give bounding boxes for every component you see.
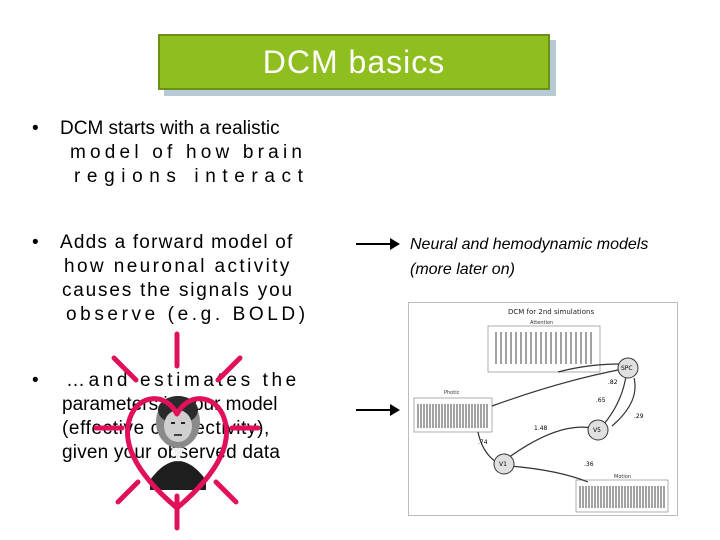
edge-attention-spc — [557, 363, 621, 373]
node-v1: V1 — [493, 453, 515, 475]
bullet-1-line-2: model of how brain — [70, 142, 307, 163]
edge-v1-motion — [509, 465, 589, 483]
side-note: Neural and hemodynamic models (more late… — [410, 232, 648, 282]
bullet-2-line-3: causes the signals you — [62, 280, 294, 301]
motion-panel — [575, 479, 669, 513]
bullet-dot: • — [32, 370, 39, 391]
bullet-2-line-2: how neuronal activity — [64, 256, 292, 277]
edge-value: .82 — [608, 379, 618, 386]
photic-panel — [413, 397, 493, 433]
edge-spc-v5 — [611, 377, 636, 427]
node-v5: V5 — [587, 419, 609, 441]
svg-text:SPC: SPC — [621, 365, 633, 372]
bullet-2-line-1: Adds a forward model of — [60, 232, 294, 253]
photic-bars — [417, 404, 488, 428]
svg-text:V5: V5 — [593, 427, 601, 434]
node-spc: SPC — [617, 357, 639, 379]
arrow-to-figure — [356, 404, 400, 416]
edge-value: .29 — [634, 413, 644, 420]
bullet-1: • DCM starts with a realistic model of h… — [32, 118, 340, 190]
heart-outline — [125, 396, 229, 511]
figure-frame — [408, 302, 678, 516]
heart-rays — [93, 331, 261, 531]
dcm-figure: DCM for 2nd simulations Attention Photic… — [408, 302, 678, 516]
side-note-line-1: Neural and hemodynamic models — [410, 236, 649, 253]
bullet-dot: • — [32, 232, 39, 253]
edge-spc-photic — [491, 369, 619, 407]
attention-bars — [495, 332, 592, 364]
motion-bars — [579, 486, 665, 508]
bullet-3-line-1: …and estimates the — [66, 370, 300, 391]
bullet-dot: • — [32, 118, 39, 139]
edge-value: .74 — [478, 439, 488, 446]
svg-text:V1: V1 — [499, 461, 507, 468]
arrow-to-side-note — [356, 238, 400, 250]
slide-title: DCM basics — [262, 43, 446, 80]
edge-v1-v5 — [507, 426, 593, 459]
motion-label: Motion — [614, 474, 631, 480]
bullet-2: • Adds a forward model of how neuronal a… — [32, 232, 340, 328]
edge-value: .65 — [596, 397, 606, 404]
bullet-1-line-1: DCM starts with a realistic — [60, 118, 280, 139]
attention-panel — [487, 325, 601, 373]
slide-title-box: DCM basics — [158, 34, 550, 90]
bullet-1-line-3: regions interact — [74, 166, 310, 187]
bullet-2-line-4: observe (e.g. BOLD) — [66, 304, 309, 325]
edge-v5-spc — [603, 375, 627, 425]
portrait-heart-graphic — [93, 331, 261, 531]
edge-value: 1.48 — [534, 425, 548, 432]
side-note-line-2: (more later on) — [410, 261, 515, 278]
figure-title: DCM for 2nd simulations — [508, 308, 594, 316]
photic-label: Photic — [444, 390, 460, 396]
attention-label: Attention — [530, 320, 553, 326]
edge-value: .36 — [584, 461, 594, 468]
edge-photic-v1 — [477, 431, 497, 463]
